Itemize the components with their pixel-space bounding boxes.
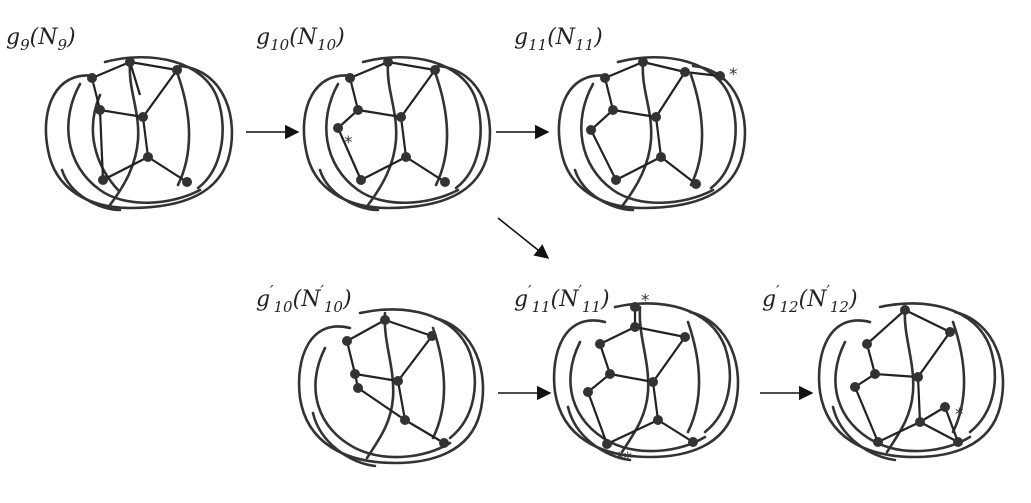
knot-g10-prime <box>297 308 485 468</box>
label-g9: g9(N9) <box>6 25 76 54</box>
knot-g12-prime: * <box>817 302 1005 462</box>
star-marker: * <box>729 65 738 85</box>
double-star-marker: ** <box>615 449 632 469</box>
knot-g9 <box>44 56 234 212</box>
label-g10: g10(N10) <box>256 25 345 54</box>
knot-g11-prime: * ** <box>552 291 740 469</box>
label-g11: g11(N11) <box>514 25 603 54</box>
star-marker: * <box>641 291 650 311</box>
label-g12-prime: g′12(N′12) <box>762 282 858 316</box>
arrow-g11-to-g11-prime <box>497 217 550 259</box>
star-marker: * <box>344 133 353 153</box>
knot-g11: * <box>557 56 747 212</box>
label-g11-prime: g′11(N′11) <box>514 282 610 316</box>
star-marker: * <box>955 405 964 425</box>
label-g10-prime: g′10(N′10) <box>256 282 352 316</box>
knot-g10: * <box>302 56 492 212</box>
